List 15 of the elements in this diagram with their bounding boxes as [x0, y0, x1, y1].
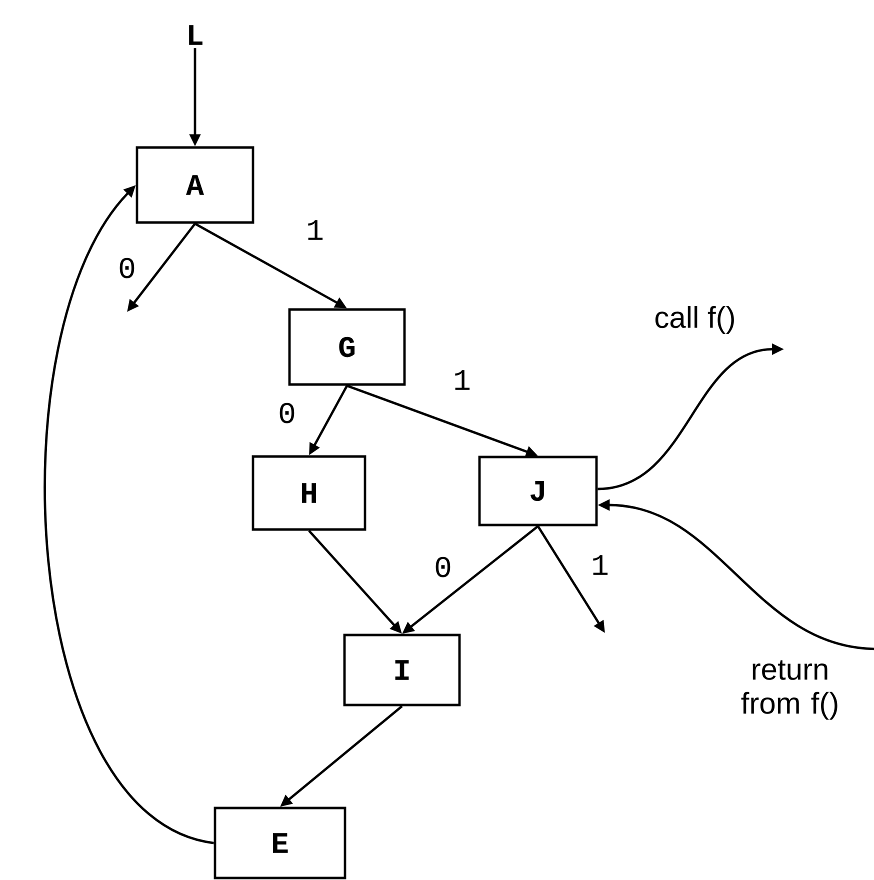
- process-box: A: [136, 146, 254, 224]
- call-label: return from f(): [741, 660, 838, 720]
- process-box: I: [343, 634, 461, 706]
- process-box: E: [214, 806, 346, 880]
- edge-label: 1: [590, 554, 610, 576]
- entry-label: L: [189, 25, 202, 45]
- edge-label: 0: [117, 256, 137, 280]
- edge-label: 0: [277, 402, 297, 424]
- edge-label: 1: [305, 219, 325, 241]
- process-box: H: [252, 455, 366, 531]
- edge-label: 0: [433, 556, 453, 578]
- edge-label: 1: [452, 369, 472, 391]
- process-box: J: [478, 456, 598, 526]
- call-label: call f(): [655, 306, 734, 334]
- process-box: G: [288, 308, 406, 386]
